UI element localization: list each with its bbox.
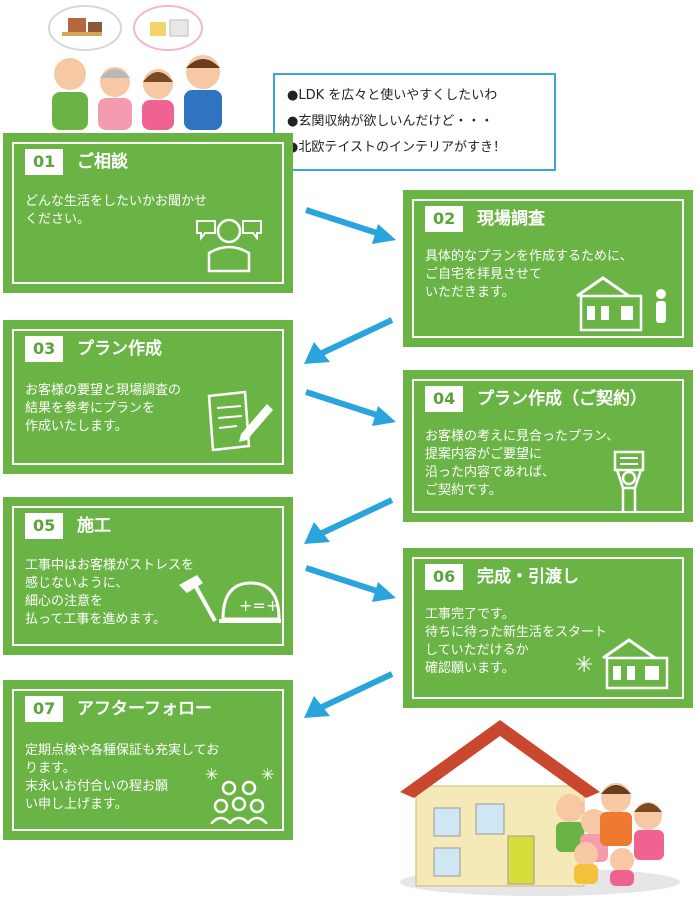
step-title: ご相談	[77, 152, 128, 172]
step-card-04: 04 プラン作成（ご契約） お客様の考えに見合ったプラン、提案内容がご要望に沿っ…	[403, 370, 693, 522]
hammer-helmet-icon: +=+	[179, 575, 281, 623]
svg-text:✳: ✳	[261, 765, 274, 784]
arrow-01-to-02	[305, 207, 396, 244]
wish-item: ●LDK を広々と使いやすくしたいわ	[287, 88, 498, 103]
customer-wishes-box: ●LDK を広々と使いやすくしたいわ ●玄関収納が欲しいんだけど・・・ ●北欧テ…	[273, 73, 556, 171]
house-survey-icon	[576, 276, 666, 332]
arrow-03-to-04	[305, 389, 396, 426]
step-description: 工事中はお客様がストレスを感じないように、細心の注意を払って工事を進めます。	[25, 558, 195, 627]
step-description: どんな生活をしたいかお聞かせください。	[25, 194, 208, 227]
step-number: 02	[425, 206, 464, 232]
document-pen-icon	[207, 390, 273, 452]
step-card-06: 06 完成・引渡し 工事完了です。待ちに待った新生活をスタートしていただけるか確…	[403, 548, 693, 708]
contract-person-icon	[613, 450, 645, 512]
worried-family-illustration	[48, 5, 222, 130]
step-title: 完成・引渡し	[477, 567, 579, 587]
arrow-06-to-07	[304, 671, 394, 718]
step-number: 05	[25, 513, 64, 539]
svg-text:✳: ✳	[575, 653, 593, 678]
family-support-icon: ✳ ✳	[205, 765, 274, 824]
step-title: アフターフォロー	[77, 699, 212, 719]
step-description: 工事完了です。待ちに待った新生活をスタートしていただけるか確認願います。	[425, 607, 608, 676]
wish-item: ●玄関収納が欲しいんだけど・・・	[287, 114, 494, 129]
step-number: 03	[25, 336, 64, 362]
arrow-05-to-06	[305, 565, 396, 602]
step-title: 現場調査	[477, 209, 545, 229]
new-house-family-illustration	[400, 720, 680, 896]
step-number: 07	[25, 696, 64, 722]
step-description: 具体的なプランを作成するために、ご自宅を拝見させていただきます。	[425, 249, 633, 300]
step-title: プラン作成	[77, 339, 162, 359]
step-title: 施工	[77, 516, 111, 536]
step-number: 06	[425, 564, 464, 590]
step-title: プラン作成（ご契約）	[477, 389, 647, 409]
wish-item: ●北欧テイストのインテリアがすき！	[287, 140, 506, 155]
step-card-03: 03 プラン作成 お客様の要望と現場調査の結果を参考にプランを作成いたします。	[3, 320, 293, 474]
step-card-05: 05 施工 工事中はお客様がストレスを感じないように、細心の注意を払って工事を進…	[3, 497, 293, 655]
step-number: 01	[25, 149, 64, 175]
step-description: お客様の考えに見合ったプラン、提案内容がご要望に沿った内容であれば、ご契約です。	[425, 429, 620, 498]
step-card-07: 07 アフターフォロー 定期点検や各種保証も充実しております。末永いお付合いの程…	[3, 680, 293, 840]
arrow-04-to-05	[304, 497, 394, 544]
step-number: 04	[425, 386, 464, 412]
finished-house-icon: ✳	[575, 638, 669, 690]
step-description: 定期点検や各種保証も充実しております。末永いお付合いの程お願い申し上げます。	[25, 743, 220, 812]
step-card-02: 02 現場調査 具体的なプランを作成するために、ご自宅を拝見させていただきます。	[403, 190, 693, 347]
consultation-icon	[196, 218, 262, 273]
svg-text:✳: ✳	[205, 765, 218, 784]
svg-text:+=+: +=+	[239, 596, 279, 615]
arrow-02-to-03	[304, 317, 394, 364]
step-description: お客様の要望と現場調査の結果を参考にプランを作成いたします。	[25, 383, 182, 434]
step-card-01: 01 ご相談 どんな生活をしたいかお聞かせください。	[3, 133, 293, 293]
